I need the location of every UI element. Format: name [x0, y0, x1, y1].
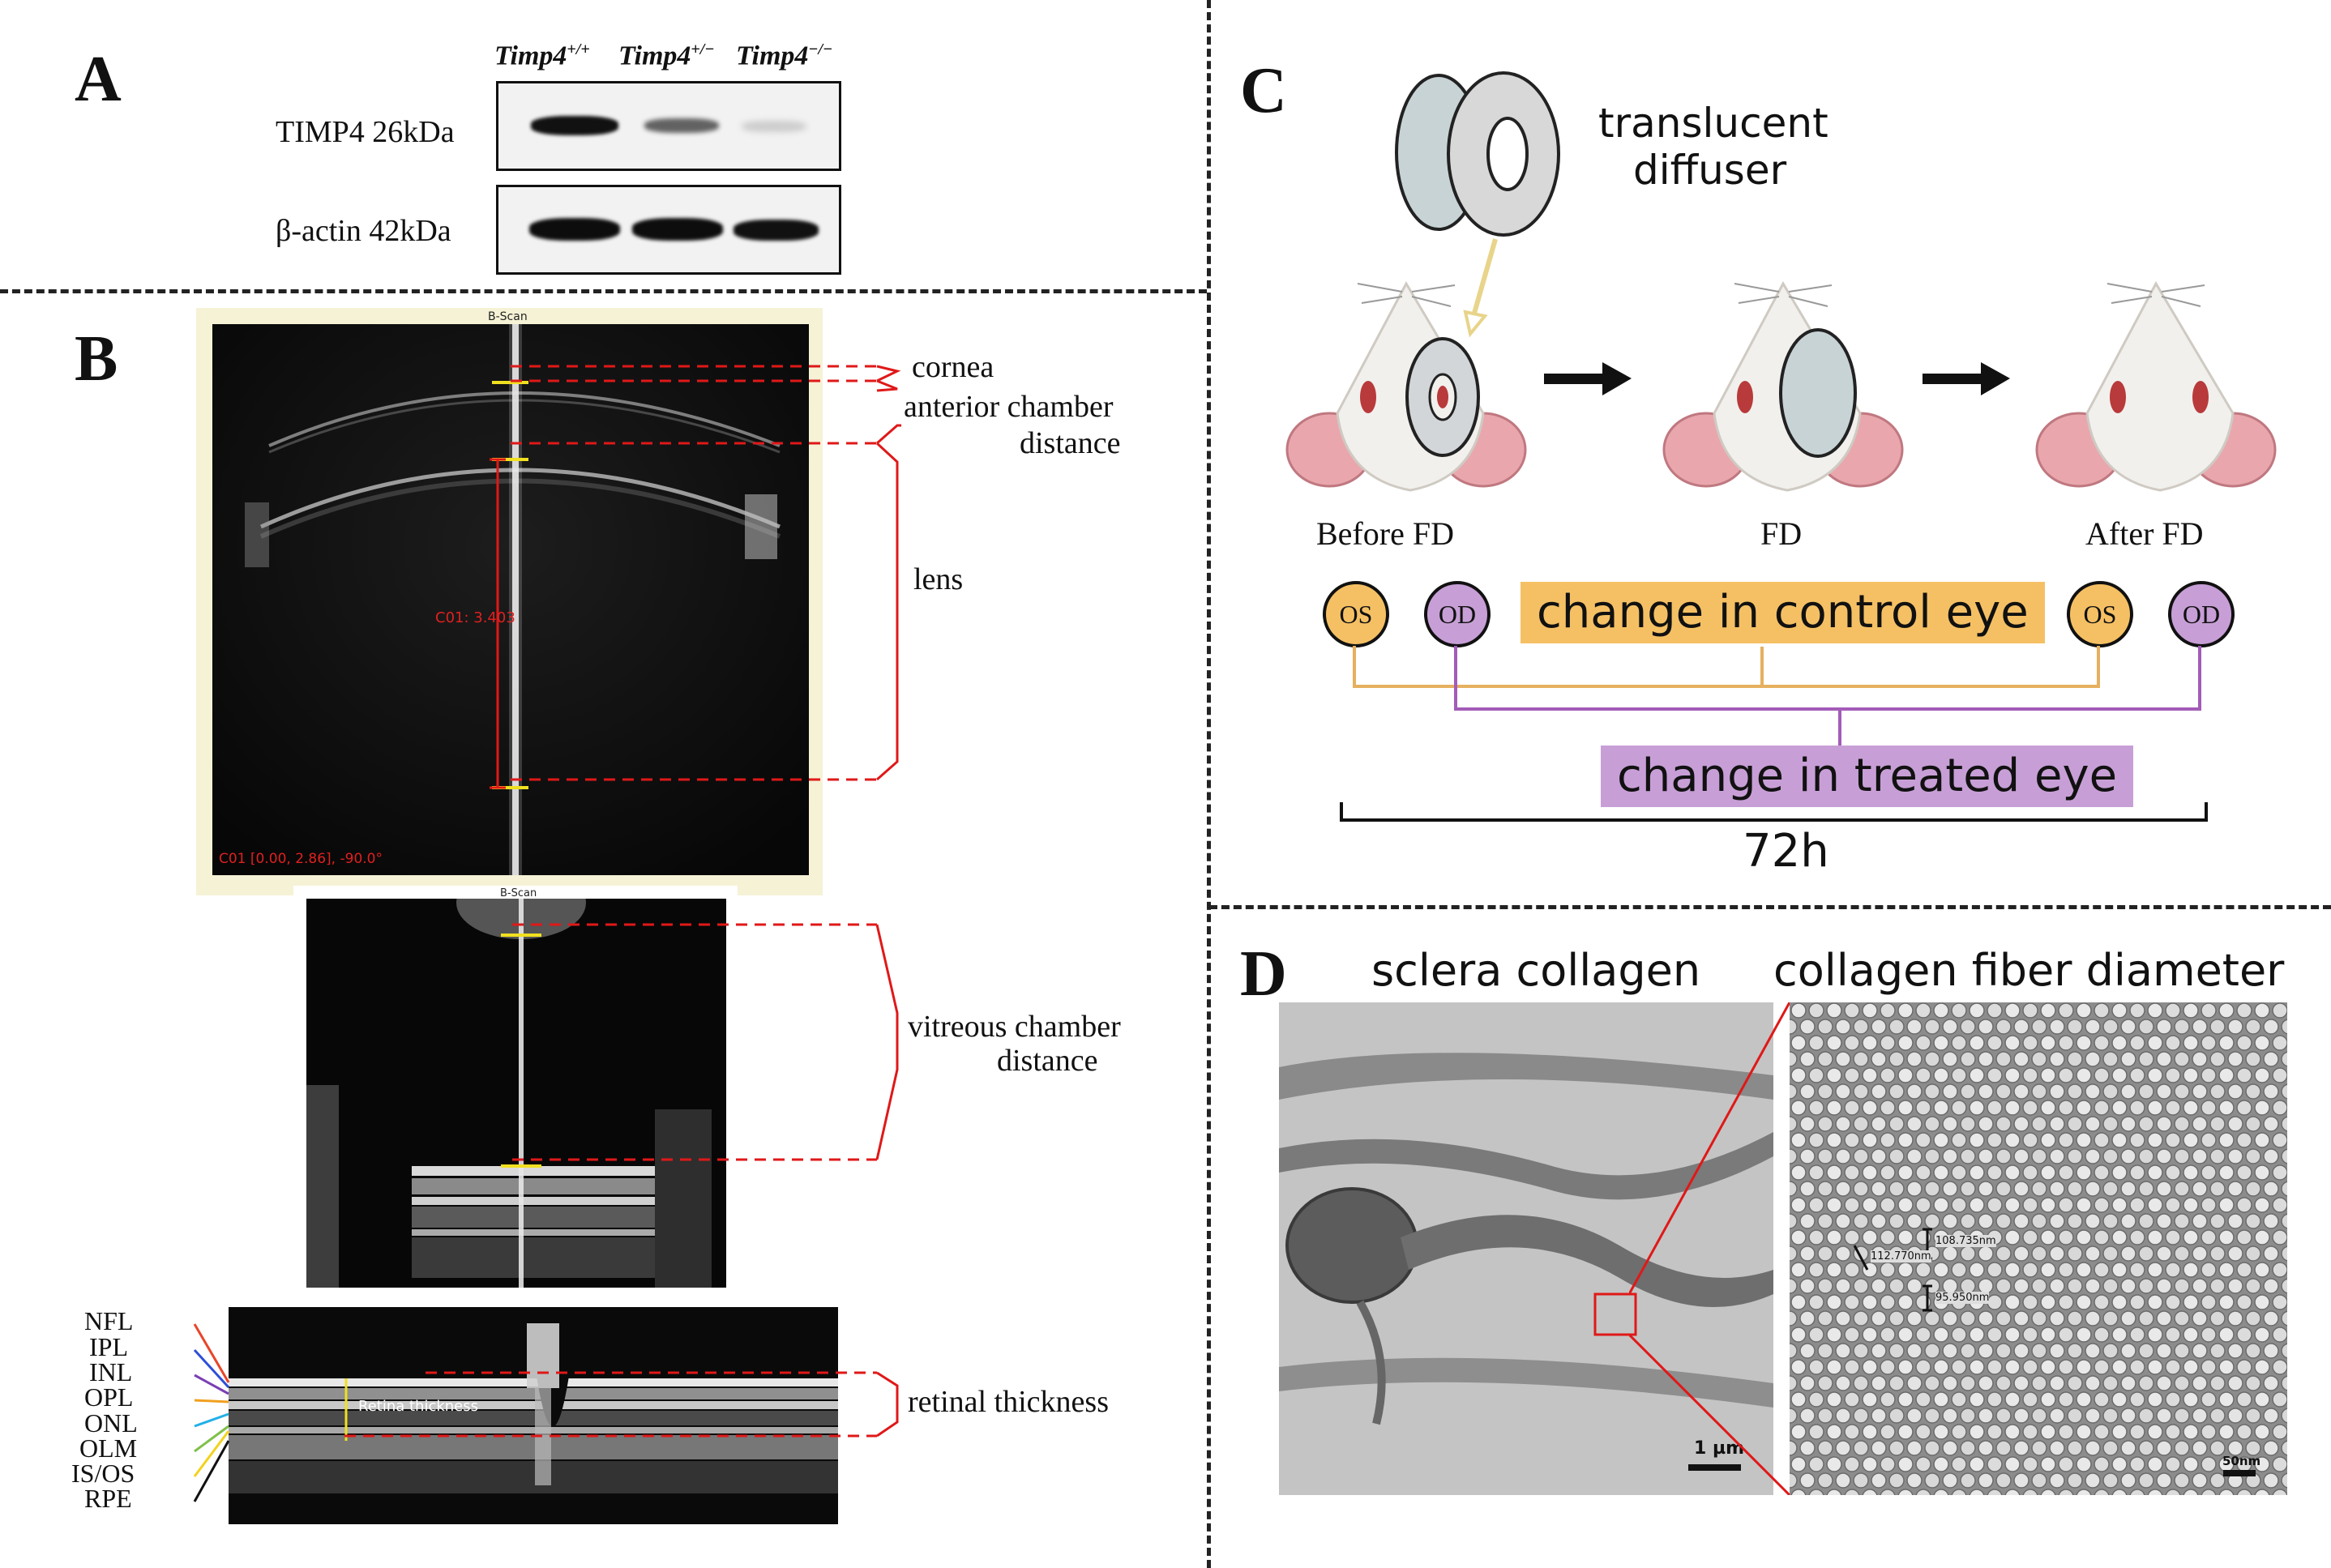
od-circle-before: OD: [1424, 581, 1491, 647]
fiber-measure-1: 108.735nm: [1935, 1235, 1996, 1247]
tem-title-1: sclera collagen: [1371, 945, 1701, 996]
band-actin-het: [632, 218, 723, 241]
band-timp4-ko: [742, 121, 806, 132]
divider-c-d: [1209, 905, 2331, 909]
panel-b-annotation-lines: [193, 365, 901, 1502]
diffuser-icon: [1395, 71, 1560, 237]
treated-eye-box: change in treated eye: [1601, 746, 2134, 807]
arrow-right-icon-2: [1923, 362, 2010, 395]
label-vcd-line1: vitreous chamber: [908, 1010, 1121, 1044]
oct-retina-scan: Retina thickness: [229, 1307, 838, 1524]
vertical-divider: [1207, 0, 1211, 1568]
panel-letter-d: D: [1240, 938, 1287, 1010]
diffuser-label-1: translucent: [1598, 100, 1828, 147]
blot-label-actin: β-actin 42kDa: [276, 214, 451, 248]
label-lens: lens: [913, 562, 964, 596]
divider-a-b: [0, 289, 1207, 293]
panel-letter-a: A: [75, 44, 122, 115]
mouse-before-fd-icon: [1285, 280, 1527, 492]
tem-fiber-image: 108.735nm 112.770nm 95.950nm 50nm: [1790, 1002, 2287, 1495]
genotype-ko: Timp4−/−: [736, 41, 833, 71]
label-acd-line2: distance: [1020, 426, 1121, 460]
scan1-title: B-Scan: [488, 310, 528, 323]
scan1-readout: C01 [0.00, 2.86], -90.0°: [219, 851, 383, 867]
tem-title-2: collagen fiber diameter: [1773, 945, 2285, 996]
duration-label: 72h: [1743, 825, 1829, 878]
oct-posterior-scan: B-Scan: [293, 886, 738, 1291]
blot-actin: [496, 185, 841, 275]
mouse-after-fd-icon: [2035, 280, 2277, 492]
scan2-image: [306, 899, 726, 1288]
layer-rpe: RPE: [84, 1484, 132, 1513]
blot-label-timp4: TIMP4 26kDa: [276, 115, 455, 149]
tem-sclera-image: 1 µm: [1279, 1002, 1773, 1495]
band-timp4-wt: [531, 116, 618, 135]
scan2-title: B-Scan: [500, 887, 537, 899]
zoom-connector-lines: [1629, 1002, 1791, 1495]
fiber-measure-3: 95.950nm: [1935, 1292, 1990, 1304]
genotype-wt: Timp4+/+: [494, 41, 590, 71]
label-vcd-line2: distance: [997, 1044, 1098, 1078]
layer-opl: OPL: [84, 1382, 134, 1412]
stage-before-fd: Before FD: [1316, 515, 1454, 552]
arrow-right-icon-1: [1544, 362, 1632, 395]
label-cornea: cornea: [912, 350, 994, 384]
layer-onl: ONL: [84, 1408, 138, 1438]
scan1-measure: C01: 3.403: [435, 609, 515, 626]
panel-c-connector-lines: [1340, 646, 2208, 822]
stage-fd: FD: [1760, 515, 1803, 552]
layer-nfl: NFL: [84, 1306, 134, 1335]
band-actin-ko: [734, 220, 819, 241]
layer-ipl: IPL: [89, 1332, 128, 1361]
blot-timp4: [496, 81, 841, 171]
band-timp4-het: [644, 118, 719, 133]
panel-letter-c: C: [1240, 55, 1287, 126]
label-retinal-thickness: retinal thickness: [908, 1385, 1109, 1419]
control-eye-box: change in control eye: [1520, 582, 2045, 643]
os-circle-before: OS: [1323, 581, 1389, 647]
genotype-het: Timp4+/−: [618, 41, 715, 71]
band-actin-wt: [529, 218, 620, 241]
layer-isos: IS/OS: [71, 1459, 135, 1488]
panel-letter-b: B: [75, 323, 118, 395]
oct-anterior-scan: B-Scan C01: 3.403 C0: [196, 308, 823, 895]
label-acd-line1: anterior chamber: [904, 390, 1114, 424]
fiber-measure-2: 112.770nm: [1871, 1250, 1931, 1263]
scan1-image: C01: 3.403 C01 [0.00, 2.86], -90.0°: [212, 324, 809, 875]
layer-inl: INL: [89, 1357, 133, 1386]
diffuser-label-2: diffuser: [1633, 147, 1787, 194]
retina-thickness-overlay: Retina thickness: [358, 1398, 479, 1415]
layer-olm: OLM: [79, 1433, 138, 1463]
mouse-fd-icon: [1662, 280, 1904, 492]
stage-after-fd: After FD: [2085, 515, 2204, 552]
diffuser-pointer-arrow: [1463, 238, 1498, 338]
tem-scale-bar-2: 50nm: [2222, 1454, 2261, 1468]
